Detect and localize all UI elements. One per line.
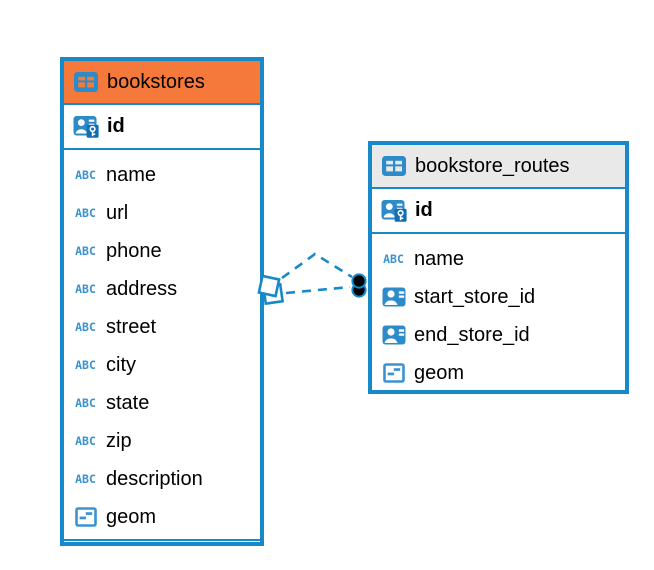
column-row[interactable]: ABC address: [64, 270, 260, 308]
column-row[interactable]: ABC name: [64, 156, 260, 194]
filled-circle-marker: [351, 273, 367, 298]
entity-table-bookstores[interactable]: bookstores id ABC: [60, 57, 264, 546]
table-inner-border: [64, 539, 260, 541]
person-ref-icon: [380, 287, 407, 307]
geometry-icon: [72, 507, 99, 527]
column-label: phone: [106, 239, 162, 262]
column-row[interactable]: ABC zip: [64, 422, 260, 460]
text-icon: ABC: [75, 358, 96, 372]
column-label: id: [107, 115, 125, 137]
text-icon: ABC: [75, 320, 96, 334]
column-row[interactable]: geom: [372, 354, 625, 392]
person-key-icon: [380, 199, 407, 222]
text-icon: ABC: [75, 206, 96, 220]
relationship-line-upper[interactable]: [281, 252, 353, 280]
entity-table-bookstore-routes[interactable]: bookstore_routes id ABC: [368, 141, 629, 394]
table-title: bookstore_routes: [415, 154, 570, 177]
column-label: city: [106, 353, 136, 376]
column-label: zip: [106, 429, 132, 452]
column-list: ABC name ABC url ABC phone ABC address A…: [64, 150, 260, 542]
column-label: name: [106, 163, 157, 186]
column-row-pk[interactable]: id: [372, 189, 625, 234]
column-row[interactable]: ABC state: [64, 384, 260, 422]
table-icon: [72, 71, 99, 93]
column-row[interactable]: start_store_id: [372, 278, 625, 316]
text-icon: ABC: [75, 244, 96, 258]
column-label: state: [106, 391, 150, 414]
table-header-bookstores[interactable]: bookstores: [64, 61, 260, 105]
column-row[interactable]: ABC name: [372, 240, 625, 278]
column-label: start_store_id: [414, 285, 536, 308]
table-icon: [380, 155, 407, 177]
column-label: geom: [106, 505, 157, 528]
person-ref-icon: [380, 325, 407, 345]
column-row[interactable]: ABC url: [64, 194, 260, 232]
text-icon: ABC: [75, 434, 96, 448]
text-icon: ABC: [383, 252, 404, 266]
column-label: address: [106, 277, 178, 300]
column-label: street: [106, 315, 157, 338]
column-label: id: [415, 199, 433, 221]
column-label: name: [414, 247, 465, 270]
column-row[interactable]: geom: [64, 498, 260, 536]
text-icon: ABC: [75, 396, 96, 410]
column-row[interactable]: ABC description: [64, 460, 260, 498]
column-label: description: [106, 467, 203, 490]
relationship-line-lower[interactable]: [285, 285, 351, 295]
table-header-bookstore-routes[interactable]: bookstore_routes: [372, 145, 625, 189]
text-icon: ABC: [75, 168, 96, 182]
column-list: ABC name start_store_id: [372, 234, 625, 398]
column-label: geom: [414, 361, 465, 384]
geometry-icon: [380, 363, 407, 383]
person-key-icon: [72, 115, 99, 138]
column-row[interactable]: ABC city: [64, 346, 260, 384]
column-row[interactable]: ABC street: [64, 308, 260, 346]
column-row[interactable]: end_store_id: [372, 316, 625, 354]
text-icon: ABC: [75, 472, 96, 486]
column-label: end_store_id: [414, 323, 530, 346]
column-label: url: [106, 201, 129, 224]
column-row[interactable]: ABC phone: [64, 232, 260, 270]
text-icon: ABC: [75, 282, 96, 296]
column-row-pk[interactable]: id: [64, 105, 260, 150]
table-title: bookstores: [107, 70, 205, 93]
